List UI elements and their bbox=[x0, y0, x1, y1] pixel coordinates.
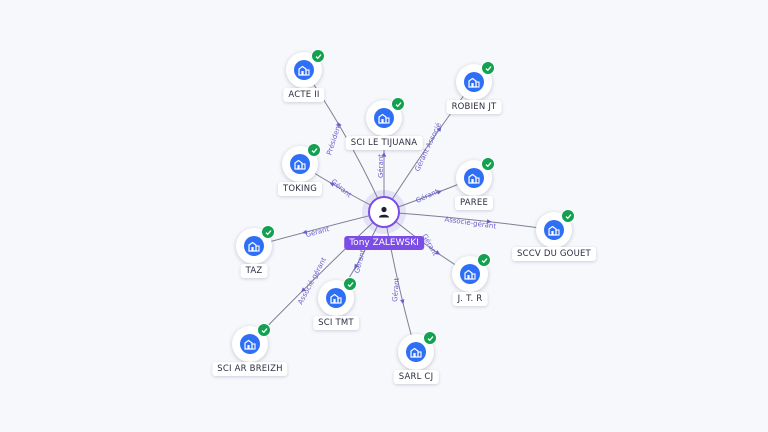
company-node[interactable] bbox=[236, 225, 275, 264]
company-label: SCCV DU GOUET bbox=[512, 247, 596, 261]
company-node[interactable] bbox=[286, 49, 325, 88]
company-label: TOKING bbox=[277, 182, 323, 196]
relation-label: Gérant bbox=[305, 225, 331, 239]
verified-check-icon bbox=[307, 143, 321, 157]
verified-check-icon bbox=[261, 225, 275, 239]
verified-check-icon bbox=[423, 331, 437, 345]
person-name-label: Tony ZALEWSKI bbox=[344, 236, 424, 250]
building-icon bbox=[464, 72, 484, 92]
edge-arrow bbox=[337, 121, 342, 128]
company-node[interactable] bbox=[398, 331, 437, 370]
edge-arrow bbox=[329, 182, 335, 187]
company-label: SARL CJ bbox=[393, 370, 439, 384]
relation-edge bbox=[383, 211, 555, 231]
verified-check-icon bbox=[343, 277, 357, 291]
building-icon bbox=[240, 334, 260, 354]
building-icon bbox=[294, 60, 314, 80]
building-icon bbox=[244, 236, 264, 256]
building-icon bbox=[460, 264, 480, 284]
edge-arrow bbox=[400, 299, 405, 305]
company-node[interactable] bbox=[456, 61, 495, 100]
verified-check-icon bbox=[311, 49, 325, 63]
company-label: SCI AR BREIZH bbox=[212, 362, 288, 376]
verified-check-icon bbox=[561, 209, 575, 223]
company-node[interactable] bbox=[318, 277, 357, 316]
relation-label: Gérant bbox=[391, 277, 401, 302]
edge-arrow bbox=[301, 229, 308, 234]
edge-arrow bbox=[434, 250, 441, 255]
building-icon bbox=[326, 288, 346, 308]
person-icon bbox=[379, 206, 389, 218]
verified-check-icon bbox=[257, 323, 271, 337]
company-node[interactable] bbox=[452, 253, 491, 292]
building-icon bbox=[406, 342, 426, 362]
company-node[interactable] bbox=[536, 209, 575, 248]
building-icon bbox=[544, 220, 564, 240]
company-node[interactable] bbox=[232, 323, 271, 362]
building-icon bbox=[374, 108, 394, 128]
edge-arrow bbox=[436, 126, 442, 132]
company-label: ACTE II bbox=[283, 88, 325, 102]
verified-check-icon bbox=[477, 253, 491, 267]
edge-arrow bbox=[381, 151, 387, 157]
verified-check-icon bbox=[481, 157, 495, 171]
company-label: J. T. R bbox=[452, 292, 488, 306]
company-label: ROBIEN JT bbox=[446, 100, 502, 114]
verified-check-icon bbox=[391, 97, 405, 111]
edge-arrow bbox=[354, 264, 359, 270]
company-node[interactable] bbox=[456, 157, 495, 196]
relation-label: Président bbox=[325, 122, 343, 156]
edge-arrow bbox=[300, 287, 306, 293]
company-label: SCI LE TIJUANA bbox=[345, 136, 423, 150]
edge-arrow bbox=[436, 190, 443, 195]
verified-check-icon bbox=[481, 61, 495, 75]
company-node[interactable] bbox=[282, 143, 321, 182]
company-label: PAREE bbox=[454, 196, 494, 210]
company-label: SCI TMT bbox=[313, 316, 359, 330]
relation-label: Associé-gérant bbox=[444, 215, 497, 230]
edge-arrow bbox=[486, 219, 492, 224]
person-node[interactable] bbox=[368, 196, 400, 228]
company-label: TAZ bbox=[240, 264, 268, 278]
relation-label: Gérant bbox=[353, 249, 367, 275]
relation-label: Gérant bbox=[415, 187, 440, 205]
building-icon bbox=[464, 168, 484, 188]
relation-label: Gérant bbox=[377, 154, 385, 178]
relation-label: Gérant bbox=[329, 178, 353, 200]
company-node[interactable] bbox=[366, 97, 405, 136]
building-icon bbox=[290, 154, 310, 174]
